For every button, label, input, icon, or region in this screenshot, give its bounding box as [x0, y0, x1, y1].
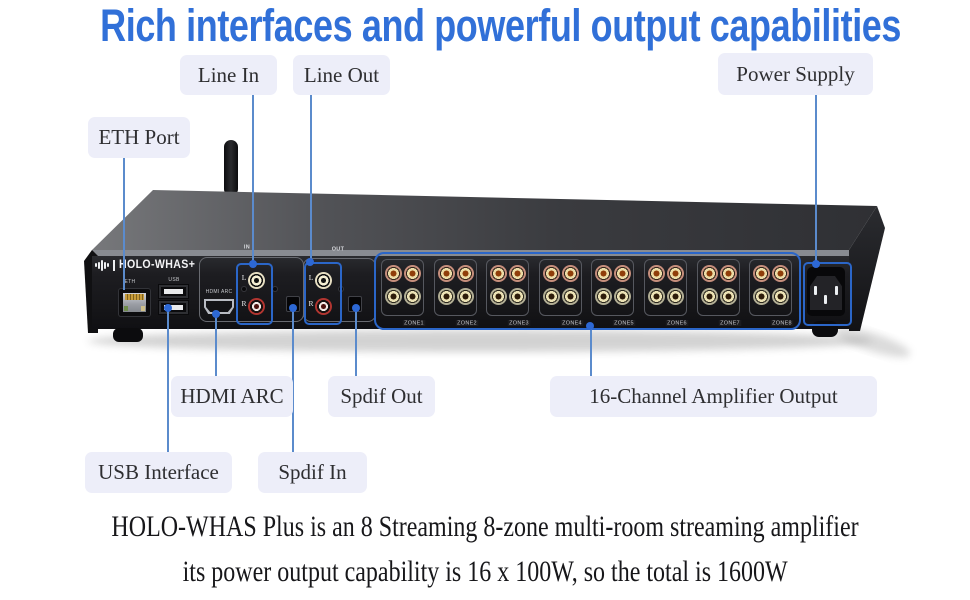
- callout-hdmi-arc: HDMI ARC: [171, 376, 293, 417]
- zones-highlight-box: [374, 252, 801, 330]
- line-out-anchor-dot: [306, 258, 314, 266]
- callout-amplifier-output: 16-Channel Amplifier Output: [550, 376, 877, 417]
- callout-line-in: Line In: [180, 55, 277, 95]
- description-line-2-text: its power output capability is 16 x 100W…: [182, 555, 788, 588]
- line-in-anchor-dot: [249, 260, 257, 268]
- callout-eth-port: ETH Port: [88, 117, 190, 158]
- description-line-1: HOLO-WHAS Plus is an 8 Streaming 8-zone …: [0, 510, 970, 544]
- amp-output-leader-line: [590, 326, 592, 376]
- line-out-highlight-box: [304, 262, 342, 325]
- callout-amplifier-output-text: 16-Channel Amplifier Output: [589, 384, 838, 408]
- spdif-in-leader-line: [292, 308, 294, 452]
- page-title: Rich interfaces and powerful output capa…: [0, 0, 970, 52]
- callout-line-in-text: Line In: [197, 62, 260, 87]
- description-line-2: its power output capability is 16 x 100W…: [0, 555, 970, 589]
- usb-leader-line: [167, 308, 169, 452]
- line-out-leader-line: [310, 95, 312, 262]
- callout-line-out: Line Out: [293, 55, 390, 95]
- spdif-out-anchor-dot: [352, 304, 360, 312]
- callout-hdmi-arc-text: HDMI ARC: [180, 384, 284, 408]
- line-in-leader-line: [252, 95, 254, 264]
- callout-spdif-in: Spdif In: [258, 452, 367, 493]
- page-title-text: Rich interfaces and powerful output capa…: [100, 0, 902, 51]
- spdif-in-anchor-dot: [289, 304, 297, 312]
- power-highlight-box: [803, 262, 852, 326]
- usb-anchor-dot: [164, 304, 172, 312]
- description-line-1-text: HOLO-WHAS Plus is an 8 Streaming 8-zone …: [111, 510, 859, 543]
- hdmi-anchor-dot: [212, 310, 220, 318]
- callout-usb-interface-text: USB Interface: [98, 460, 219, 484]
- amp-output-anchor-dot: [586, 322, 594, 330]
- power-anchor-dot: [812, 260, 820, 268]
- hdmi-leader-line: [215, 314, 217, 376]
- eth-leader-line: [123, 158, 125, 290]
- callout-power-supply-text: Power Supply: [736, 61, 855, 86]
- callout-usb-interface: USB Interface: [85, 452, 232, 493]
- callout-line-out-text: Line Out: [303, 62, 380, 87]
- spdif-out-leader-line: [355, 308, 357, 376]
- power-leader-line: [815, 95, 817, 264]
- callout-power-supply: Power Supply: [718, 53, 873, 95]
- line-in-highlight-box: [236, 263, 273, 325]
- callout-spdif-out: Spdif Out: [328, 376, 435, 417]
- callout-eth-port-text: ETH Port: [98, 125, 180, 149]
- callout-spdif-in-text: Spdif In: [278, 460, 347, 484]
- callout-spdif-out-text: Spdif Out: [340, 384, 423, 408]
